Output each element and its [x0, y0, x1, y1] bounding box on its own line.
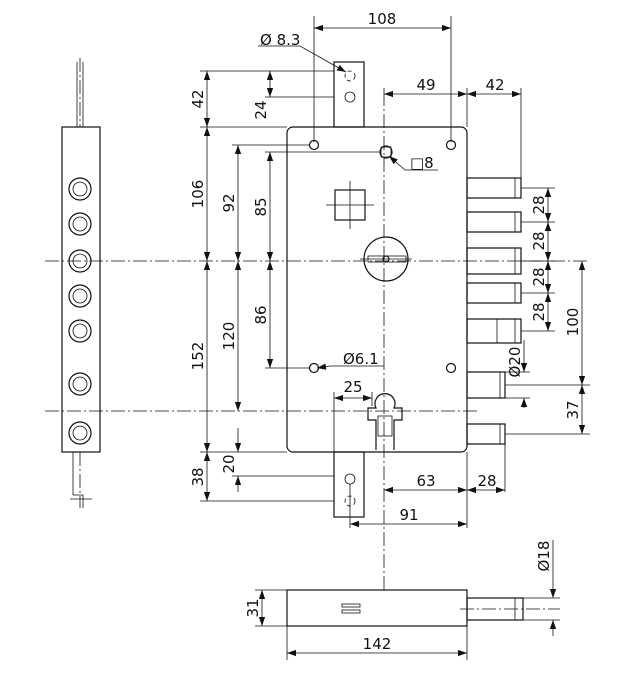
latch-bolts: [466, 177, 522, 445]
dim-152: 152: [189, 342, 207, 371]
front-view: [286, 61, 522, 518]
bolt: [466, 282, 522, 304]
mounting-hole: [445, 362, 457, 374]
dim-108: 108: [368, 10, 397, 28]
dim-49: 49: [416, 76, 435, 94]
dimension-lines: [203, 24, 586, 657]
bolt-circle: [68, 421, 92, 445]
dim-sq8: □8: [410, 154, 434, 172]
dim-phi18: Ø18: [535, 541, 553, 572]
bolt: [466, 423, 506, 445]
bottom-view: [286, 589, 560, 627]
bottom-view-body: [286, 589, 468, 627]
dim-31: 31: [244, 598, 262, 617]
dim-42-top: 42: [485, 76, 504, 94]
dim-86: 86: [252, 305, 270, 324]
dim-28-d: 28: [530, 302, 548, 321]
side-view: [61, 58, 101, 508]
side-view-body: [61, 126, 101, 453]
bolt-circle: [68, 212, 92, 236]
dim-25: 25: [343, 378, 362, 396]
leader-phi83: [258, 45, 347, 73]
dim-phi20: Ø20: [506, 347, 524, 378]
bolt-circle: [68, 284, 92, 308]
dim-120: 120: [220, 322, 238, 351]
dim-28-bottom: 28: [477, 472, 496, 490]
dim-28-a: 28: [530, 195, 548, 214]
dim-24: 24: [252, 100, 270, 119]
dim-28-c: 28: [530, 267, 548, 286]
top-bracket: [333, 61, 365, 128]
dim-phi83: Ø 8.3: [260, 31, 300, 49]
dim-phi61: Ø6.1: [343, 350, 379, 368]
cylinder-cutout: [367, 393, 403, 450]
bolt-circle: [68, 372, 92, 396]
bolt-circle: [68, 319, 92, 343]
dim-92: 92: [220, 193, 238, 212]
bolt-circle: [68, 177, 92, 201]
dimension-labels: 108 49 42 Ø 8.3 □8 Ø6.1 25 63 28 91 142 …: [189, 10, 582, 653]
square-hole: [379, 145, 393, 159]
dim-42-left: 42: [189, 89, 207, 108]
bottom-bracket: [333, 451, 365, 518]
leader-phi61: [316, 363, 384, 370]
bolt: [466, 318, 522, 344]
dim-28-b: 28: [530, 231, 548, 250]
bolt: [466, 177, 522, 199]
dim-91: 91: [399, 506, 418, 524]
center-lines: [45, 92, 590, 590]
lock-case: [286, 126, 468, 453]
dim-37: 37: [564, 400, 582, 419]
dim-106: 106: [189, 180, 207, 209]
leader-sq8: [388, 155, 438, 171]
dim-85: 85: [252, 197, 270, 216]
bolt: [466, 211, 522, 233]
dim-38: 38: [189, 467, 207, 486]
dim-20-left: 20: [220, 454, 238, 473]
bolt: [466, 371, 506, 399]
side-view-bolts: [68, 177, 92, 445]
dim-63: 63: [416, 472, 435, 490]
dim-142: 142: [363, 635, 392, 653]
dim-100: 100: [564, 308, 582, 337]
